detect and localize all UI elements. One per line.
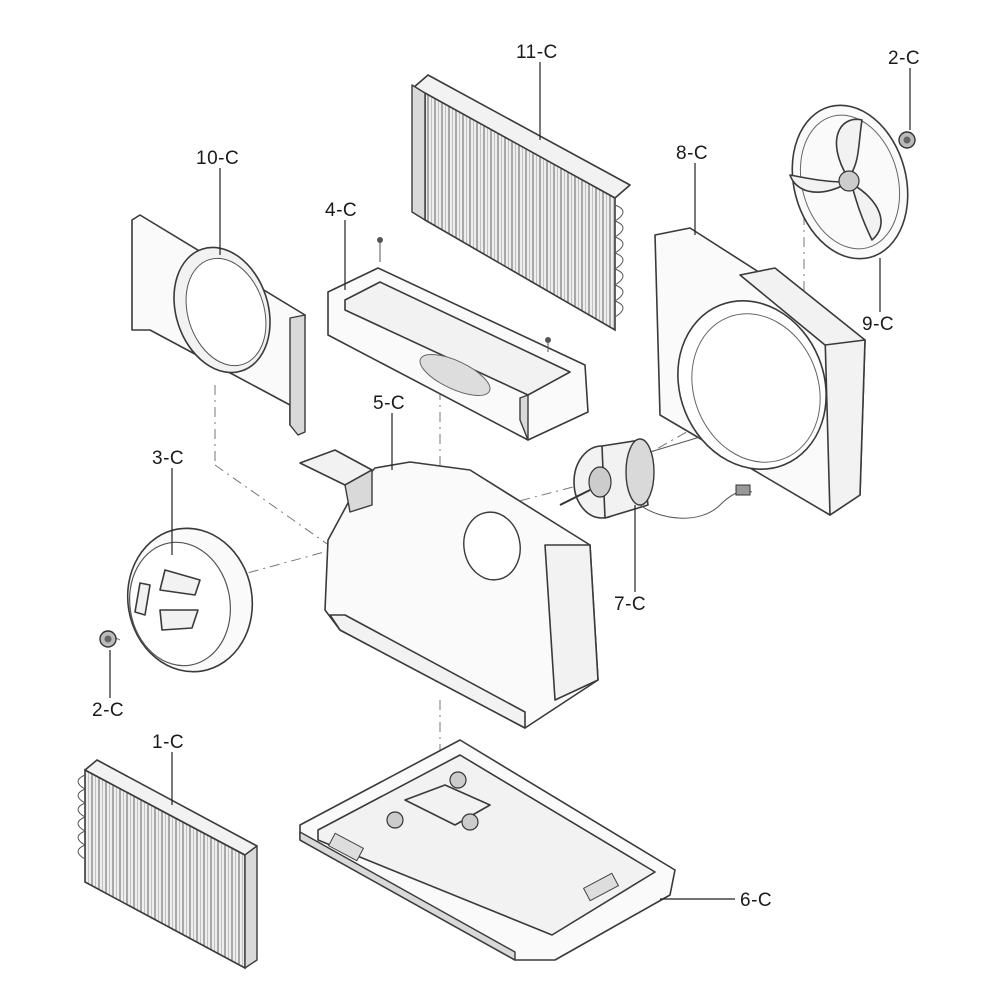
part-label-7-c: 7-C (614, 594, 646, 615)
part-label-1-c: 1-C (152, 732, 184, 753)
part-label-6-c: 6-C (740, 890, 772, 911)
blower-nut-lower (99, 630, 117, 648)
fan-orifice-shroud (654, 227, 866, 516)
part-label-9-c: 9-C (862, 314, 894, 335)
condenser-fan-blade (789, 104, 909, 260)
fan-motor (559, 436, 753, 519)
part-label-2-c-upper: 2-C (888, 48, 920, 69)
part-label-10-c: 11-C (516, 42, 558, 63)
part-label-3-c: 3-C (152, 448, 184, 469)
leader-lines (109, 62, 911, 900)
part-label-8-c: 8-C (676, 143, 708, 164)
blower-wheel (126, 527, 254, 673)
shroud-panel (131, 214, 306, 436)
part-label-2-c-lower: 2-C (92, 700, 124, 721)
part-label-11-c: 10-C (196, 148, 239, 169)
fan-nut-upper (898, 131, 916, 149)
control-box-tray (327, 237, 589, 441)
base-pan (299, 739, 676, 961)
part-labels: 11-C 2-C 10-C 8-C 4-C 9-C 5-C 3-C 7-C 2-… (92, 42, 920, 911)
indoor-housing (299, 449, 599, 729)
part-label-4-c: 5-C (373, 393, 405, 414)
condenser-coil-upper (411, 74, 631, 332)
part-label-5-c: 4-C (325, 200, 357, 221)
evaporator-coil (77, 759, 258, 970)
